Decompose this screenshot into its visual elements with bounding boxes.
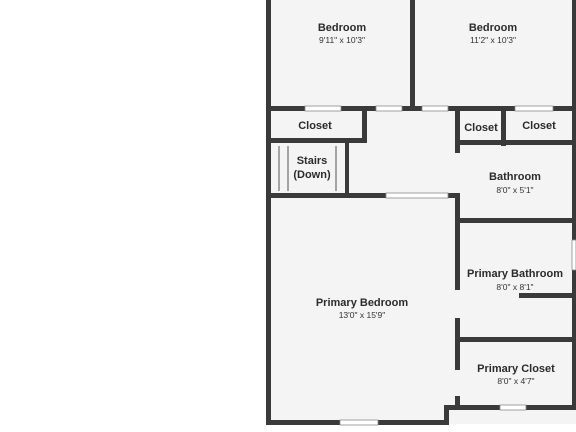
window-primary-bathroom	[571, 239, 576, 271]
opening-bedroom-1	[304, 105, 342, 112]
wall-closets-bottom	[455, 140, 576, 145]
room-name-closet-mid: Closet	[464, 122, 498, 134]
stairs-treads	[278, 146, 337, 191]
room-name-bedroom-2: Bedroom	[469, 22, 518, 34]
opening-closet-right	[514, 105, 554, 112]
room-name-stairs: Stairs	[297, 155, 328, 167]
room-name-closet-left: Closet	[298, 120, 332, 132]
outer-wall-notch	[444, 405, 449, 425]
outer-wall-left	[266, 0, 271, 425]
room-dims-primary-closet: 8'0" x 4'7"	[497, 376, 534, 386]
room-dims-bedroom-1: 9'11" x 10'3"	[319, 35, 365, 45]
wall-primary-bathroom-inner	[519, 293, 576, 298]
room-dims-primary-bathroom: 8'0" x 8'1"	[496, 282, 533, 292]
wall-left-closet-bottom	[266, 138, 366, 143]
floor-area	[270, 0, 576, 424]
wall-stairs-right	[345, 143, 349, 197]
wall-closets-divider	[501, 106, 506, 146]
opening-primary-bedroom	[385, 192, 449, 199]
wall-left-closet-side	[362, 106, 367, 143]
wall-primary-bedroom-top-right	[448, 193, 460, 198]
outer-wall-right	[572, 0, 576, 410]
window-primary-closet	[499, 404, 527, 411]
room-name-primary-closet: Primary Closet	[477, 363, 555, 375]
wall-right-column-upper	[455, 143, 460, 153]
wall-right-column-left	[455, 193, 460, 290]
room-dims-bathroom: 8'0" x 5'1"	[496, 185, 533, 195]
wall-primary-bathroom-bottom	[455, 337, 576, 342]
room-dims-primary-bedroom: 13'0" x 15'9"	[339, 310, 386, 320]
wall-right-column-lower	[455, 318, 460, 370]
wall-bathroom-bottom	[455, 218, 576, 223]
wall-right-column-bottom	[455, 396, 460, 408]
wall-bedrooms-bottom-mid	[402, 106, 422, 111]
opening-landing-top	[375, 105, 403, 112]
opening-bedroom-2	[421, 105, 449, 112]
wall-closet-mid-left	[455, 106, 460, 146]
room-name-closet-right: Closet	[522, 120, 556, 132]
wall-primary-bedroom-top-left	[266, 193, 386, 198]
room-name-primary-bedroom: Primary Bedroom	[316, 297, 409, 309]
room-name-stairs-down: (Down)	[293, 169, 331, 181]
room-name-bedroom-1: Bedroom	[318, 22, 367, 34]
room-dims-bedroom-2: 11'2" x 10'3"	[470, 35, 516, 45]
window-bottom	[339, 419, 379, 426]
room-name-bathroom: Bathroom	[489, 171, 541, 183]
room-name-primary-bathroom: Primary Bathroom	[467, 268, 563, 280]
wall-bedrooms-bottom-right	[448, 106, 576, 111]
wall-bedrooms-divider	[410, 0, 415, 108]
